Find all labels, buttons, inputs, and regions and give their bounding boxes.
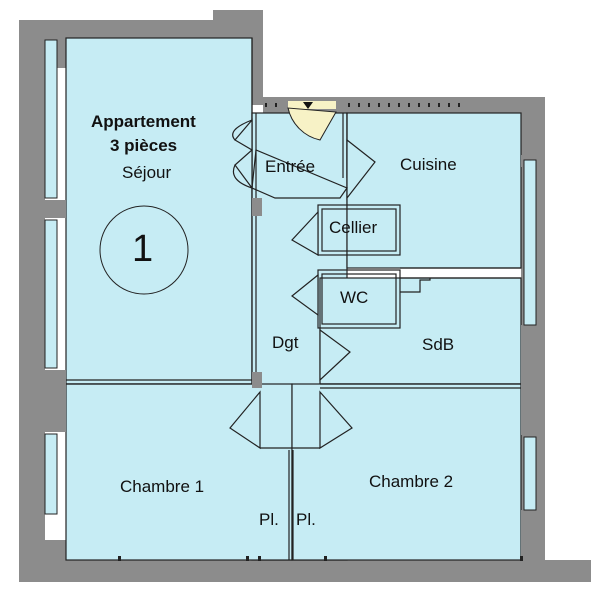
wall-stubs [45, 155, 545, 560]
room-number-badge: 1 [132, 228, 154, 270]
room-label-cuisine: Cuisine [400, 155, 457, 174]
room-label-chambre-2: Chambre 2 [369, 472, 454, 491]
interior-walls [66, 38, 521, 560]
room-label-placard-2: Pl. [296, 510, 316, 529]
title-line-1: Appartement [91, 112, 196, 131]
title-line-2: 3 pièces [110, 136, 178, 155]
room-label-dgt: Dgt [272, 333, 299, 352]
room-label-cellier: Cellier [329, 218, 378, 237]
bottom-marks [118, 556, 523, 561]
windows [44, 39, 537, 515]
room-label-sejour: Séjour [122, 163, 172, 182]
room-label-entree: Entrée [265, 157, 316, 176]
room-label-chambre-1: Chambre 1 [120, 477, 205, 496]
room-label-placard-1: Pl. [259, 510, 279, 529]
front-door [287, 101, 337, 141]
room-fill [65, 37, 522, 561]
room-label-sdb: SdB [422, 335, 455, 354]
room-label-wc: WC [340, 288, 369, 307]
room-number-circle [99, 205, 189, 295]
wall-dots [265, 103, 460, 107]
door-swings [229, 118, 376, 450]
